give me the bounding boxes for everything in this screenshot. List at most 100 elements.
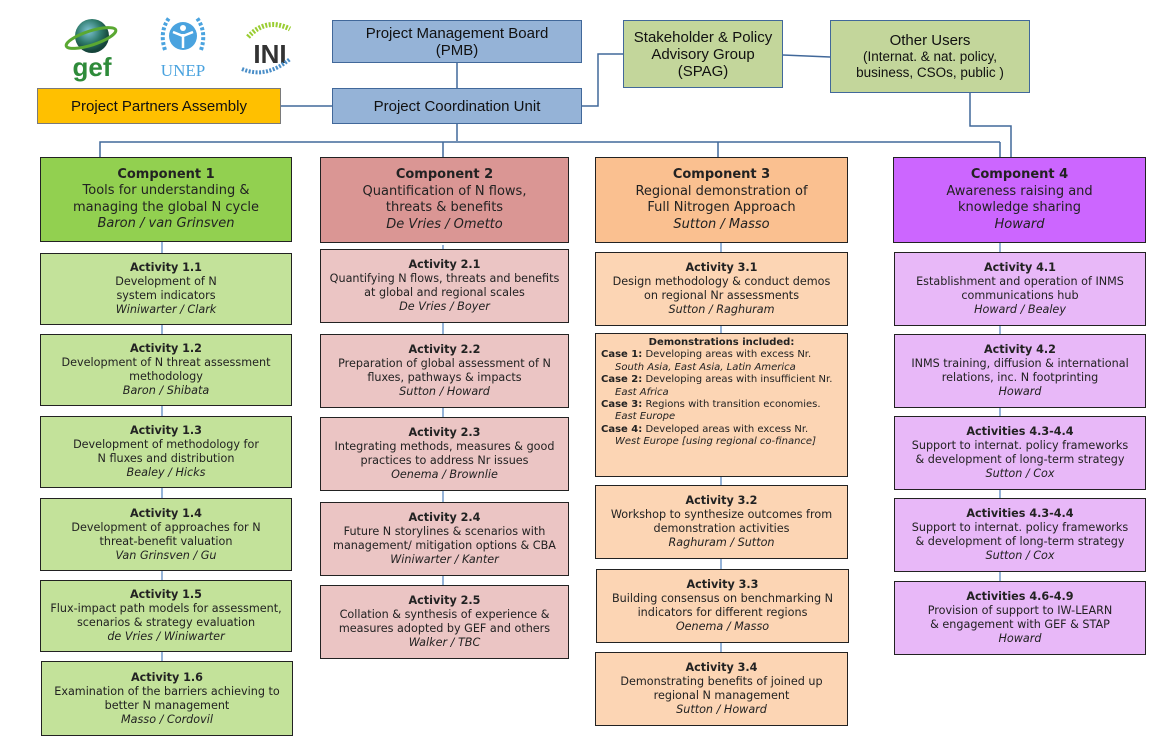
activity-leads: Howard / Bealey [974,303,1066,316]
activity-leads: Oenema / Brownlie [391,468,498,481]
component-desc-line1: Quantification of N flows, [362,183,527,199]
activity-title: Activity 1.4 [130,506,202,520]
activity-4-6-4-9[interactable]: Activities 4.6-4.9 Provision of support … [894,581,1146,655]
pmb-line2: (PMB) [435,41,479,59]
other-users[interactable]: Other Users (Internat. & nat. policy, bu… [830,20,1030,93]
activity-desc-line2: indicators for different regions [637,606,808,619]
pcu-label: Project Coordination Unit [373,97,541,115]
activity-4-3-4-4-a[interactable]: Activities 4.3-4.4 Support to internat. … [894,416,1146,490]
activity-leads: Walker / TBC [408,636,481,649]
activity-2-1[interactable]: Activity 2.1 Quantifying N flows, threat… [320,249,569,323]
component-desc-line2: threats & benefits [385,200,504,215]
stakeholder-policy-advisory-group[interactable]: Stakeholder & Policy Advisory Group (SPA… [623,20,783,88]
activity-title: Activity 3.4 [685,661,758,674]
component-3-header[interactable]: Component 3 Regional demonstration of Fu… [595,157,848,243]
activity-desc-line1: Building consensus on benchmarking N [612,592,833,605]
case-label: Case 3: [601,399,643,411]
demo-case-1-regions: South Asia, East Asia, Latin America [615,361,796,373]
activity-desc-line1: Examination of the barriers achieving to [54,684,280,698]
activity-3-3[interactable]: Activity 3.3 Building consensus on bench… [596,569,849,643]
demo-case-4-regions: West Europe [using regional co-finance] [615,436,816,448]
ppa-label: Project Partners Assembly [71,97,247,115]
activity-2-5[interactable]: Activity 2.5 Collation & synthesis of ex… [320,585,569,659]
demo-case-3: Case 3: Regions with transition economie… [601,399,842,411]
connector-others-component4 [969,93,1012,158]
gef-globe-icon: gef [64,19,118,82]
activity-1-1[interactable]: Activity 1.1 Development of N system ind… [40,253,292,325]
activity-desc-line1: Development of approaches for N [71,520,261,534]
component-desc-line1: Regional demonstration of [635,183,808,199]
activity-title: Activity 2.2 [408,343,481,356]
svg-text:gef: gef [73,52,112,82]
spag-line1: Stakeholder & Policy [633,28,773,46]
component-desc-line1: Tools for understanding & [82,183,250,198]
component-desc-line2: managing the global N cycle [72,199,260,215]
activity-leads: De Vries / Boyer [399,300,490,313]
project-coordination-unit[interactable]: Project Coordination Unit [332,88,582,124]
activity-desc-line1: Design methodology & conduct demos [612,275,831,288]
activity-desc-line1: Establishment and operation of INMS [916,275,1124,288]
activity-4-1[interactable]: Activity 4.1 Establishment and operation… [894,252,1146,326]
activity-desc-line2: scenarios & strategy evaluation [76,616,256,629]
activity-1-6[interactable]: Activity 1.6 Examination of the barriers… [41,661,293,736]
component-desc-line2: knowledge sharing [957,200,1082,215]
activity-desc-line1: Workshop to synthesize outcomes from [610,508,833,521]
project-partners-assembly[interactable]: Project Partners Assembly [37,88,281,124]
activity-1-3[interactable]: Activity 1.3 Development of methodology … [40,416,292,488]
activity-desc-line2: on regional Nr assessments [643,289,800,302]
activity-1-4[interactable]: Activity 1.4 Development of approaches f… [40,498,292,571]
case-text: Developing areas with excess Nr. [645,349,812,361]
activity-3-2[interactable]: Activity 3.2 Workshop to synthesize outc… [595,485,848,559]
component-leads: Baron / van Grinsven [97,216,235,231]
pmb-line1: Project Management Board [365,24,549,42]
activity-title: Activity 1.5 [130,588,202,601]
activity-1-5[interactable]: Activity 1.5 Flux-impact path models for… [40,580,292,652]
activity-desc-line1: Integrating methods, measures & good [334,440,555,453]
activity-desc-line1: Flux-impact path models for assessment, [50,602,282,615]
component-title: Component 1 [117,166,215,182]
activity-4-3-4-4-b[interactable]: Activities 4.3-4.4 Support to internat. … [894,498,1146,572]
svg-text:INI: INI [253,39,286,69]
activity-title: Activities 4.3-4.4 [966,507,1074,520]
spag-line3: (SPAG) [677,62,729,80]
activity-1-2[interactable]: Activity 1.2 Development of N threat ass… [40,334,292,406]
case-text: Developing areas with insufficient Nr. [645,374,833,386]
activity-desc-line2: at global and regional scales [364,286,525,299]
activity-title: Activity 4.1 [984,261,1056,274]
activity-desc-line2: & engagement with GEF & STAP [930,618,1110,631]
project-management-board[interactable]: Project Management Board (PMB) [332,20,582,63]
activity-2-2[interactable]: Activity 2.2 Preparation of global asses… [320,334,569,408]
activity-title: Activity 4.2 [984,343,1056,356]
activity-2-4[interactable]: Activity 2.4 Future N storylines & scena… [320,502,569,576]
demo-case-3-regions: East Europe [615,411,676,423]
demo-case-2-regions: East Africa [615,386,669,398]
activity-desc-line1: Demonstrating benefits of joined up [620,675,823,688]
activity-title: Activities 4.6-4.9 [966,590,1074,603]
activity-3-1[interactable]: Activity 3.1 Design methodology & conduc… [595,252,848,326]
activity-leads: de Vries / Winiwarter [107,630,225,643]
activity-leads: Sutton / Cox [985,549,1055,562]
component-desc-line1: Awareness raising and [946,183,1093,199]
activity-leads: Sutton / Howard [676,703,767,716]
connector-bus [99,141,1000,158]
activity-desc-line2: communications hub [961,289,1079,302]
activity-2-3[interactable]: Activity 2.3 Integrating methods, measur… [320,417,569,491]
activity-title: Activity 2.3 [408,426,481,439]
component-2-header[interactable]: Component 2 Quantification of N flows, t… [320,157,569,243]
component-4-header[interactable]: Component 4 Awareness raising and knowle… [893,157,1146,243]
activity-desc-line1: INMS training, diffusion & international [911,357,1129,370]
activity-desc-line2: management/ mitigation options & CBA [333,539,556,552]
activity-4-2[interactable]: Activity 4.2 INMS training, diffusion & … [894,334,1146,408]
demonstrations-box[interactable]: Demonstrations included: Case 1: Develop… [595,333,848,477]
ini-emblem-icon: INI [241,22,292,75]
component-1-header[interactable]: Component 1 Tools for understanding & ma… [40,157,292,242]
activity-leads: Oenema / Masso [675,620,770,633]
activity-title: Activity 3.3 [686,578,759,591]
activity-desc-line1: Development of N threat assessment [61,356,271,369]
activity-desc-line2: fluxes, pathways & impacts [367,371,522,384]
activity-desc-line2: & development of long-term strategy [915,535,1125,548]
activity-3-4[interactable]: Activity 3.4 Demonstrating benefits of j… [595,652,848,726]
demo-case-4: Case 4: Developed areas with excess Nr. [601,424,842,436]
demo-case-2: Case 2: Developing areas with insufficie… [601,374,842,386]
component-leads: De Vries / Ometto [386,216,503,232]
